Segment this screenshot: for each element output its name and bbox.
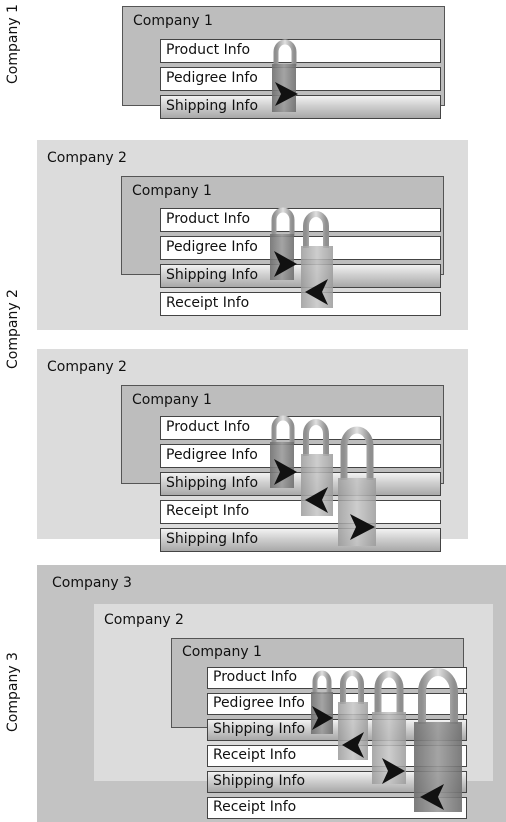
padlock-icon (311, 670, 333, 734)
padlock-icon (338, 426, 376, 546)
padlock-icon (272, 39, 297, 112)
arrow-right-icon (274, 459, 297, 485)
company-2-title: Company 2 (47, 359, 127, 375)
product-info-field: Product Info (160, 39, 441, 63)
shipping-info-field: Shipping Info (160, 95, 441, 119)
arrow-right-icon (274, 251, 297, 277)
company-3-title: Company 3 (52, 575, 132, 591)
shipping-info-field: Shipping Info (160, 264, 441, 288)
arrow-left-icon (342, 732, 364, 758)
arrow-right-icon (350, 514, 375, 540)
product-info-field: Product Info (160, 208, 441, 232)
company-1-title: Company 1 (132, 183, 212, 199)
panel-1: Company 1 Product Info Pedigree Info Shi… (0, 0, 506, 125)
arrow-left-icon (305, 487, 328, 513)
receipt-info-field-2: Receipt Info (207, 797, 467, 819)
company-1-title: Company 1 (132, 392, 212, 408)
arrow-left-icon (420, 784, 444, 810)
shipping-info-field-2: Shipping Info (160, 528, 441, 552)
arrow-right-icon (275, 82, 298, 106)
arrow-right-icon (312, 706, 333, 730)
product-info-field: Product Info (160, 416, 441, 440)
shipping-info-field: Shipping Info (160, 472, 441, 496)
company-2-title: Company 2 (104, 612, 184, 628)
arrow-left-icon (305, 279, 328, 305)
receipt-info-field: Receipt Info (160, 292, 441, 316)
company-1-title: Company 1 (182, 644, 262, 660)
arrow-right-icon (382, 758, 405, 784)
pedigree-info-field: Pedigree Info (160, 236, 441, 260)
pedigree-info-field: Pedigree Info (160, 67, 441, 91)
pedigree-info-field: Pedigree Info (160, 444, 441, 468)
company-1-title: Company 1 (133, 13, 213, 29)
company-2-title: Company 2 (47, 150, 127, 166)
receipt-info-field: Receipt Info (160, 500, 441, 524)
